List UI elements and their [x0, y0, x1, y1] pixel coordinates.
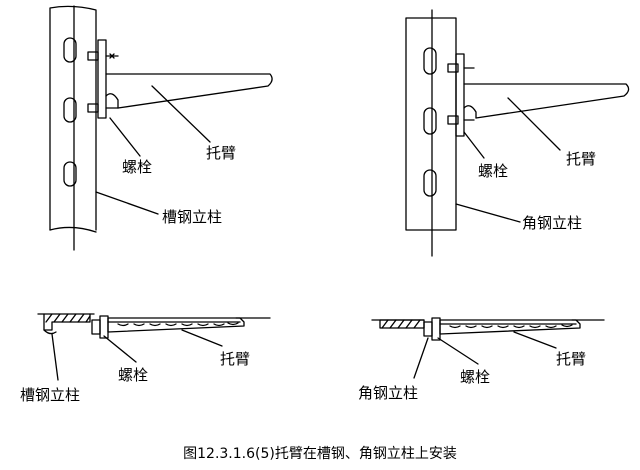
- column-section: [371, 319, 425, 329]
- leaders: [413, 331, 557, 379]
- bottom-right-view: [371, 317, 605, 379]
- bracket-plan: [91, 315, 271, 339]
- bracket-plan: [423, 317, 605, 341]
- top-left-column-label: 槽钢立柱: [162, 208, 222, 226]
- bracket-arm: [105, 73, 273, 109]
- bracket-plate: [87, 39, 119, 119]
- channel-column: [49, 5, 97, 251]
- bottom-left-bracket-label: 托臂: [220, 350, 250, 368]
- bottom-right-column-label: 角钢立柱: [358, 384, 418, 402]
- figure-caption: 图12.3.1.6(5)托臂在槽钢、角钢立柱上安装: [183, 446, 457, 462]
- top-left-view: [49, 5, 273, 251]
- bottom-left-column-label: 槽钢立柱: [20, 386, 80, 404]
- leaders: [95, 85, 211, 215]
- leaders: [455, 97, 561, 223]
- angle-column: [405, 9, 457, 257]
- top-right-bolt-label: 螺栓: [478, 162, 508, 180]
- bottom-left-bolt-label: 螺栓: [118, 366, 148, 384]
- top-right-column-label: 角钢立柱: [522, 214, 582, 232]
- bottom-left-view: [37, 313, 271, 381]
- bracket-plate: [447, 53, 475, 137]
- column-section: [37, 313, 95, 335]
- top-left-bracket-label: 托臂: [206, 144, 236, 162]
- top-right-bracket-label: 托臂: [566, 150, 596, 168]
- leaders: [51, 329, 223, 381]
- top-left-bolt-label: 螺栓: [122, 158, 152, 176]
- bottom-right-bolt-label: 螺栓: [460, 368, 490, 386]
- top-right-view: [405, 9, 630, 257]
- bracket-arm: [463, 83, 630, 119]
- bottom-right-bracket-label: 托臂: [556, 350, 586, 368]
